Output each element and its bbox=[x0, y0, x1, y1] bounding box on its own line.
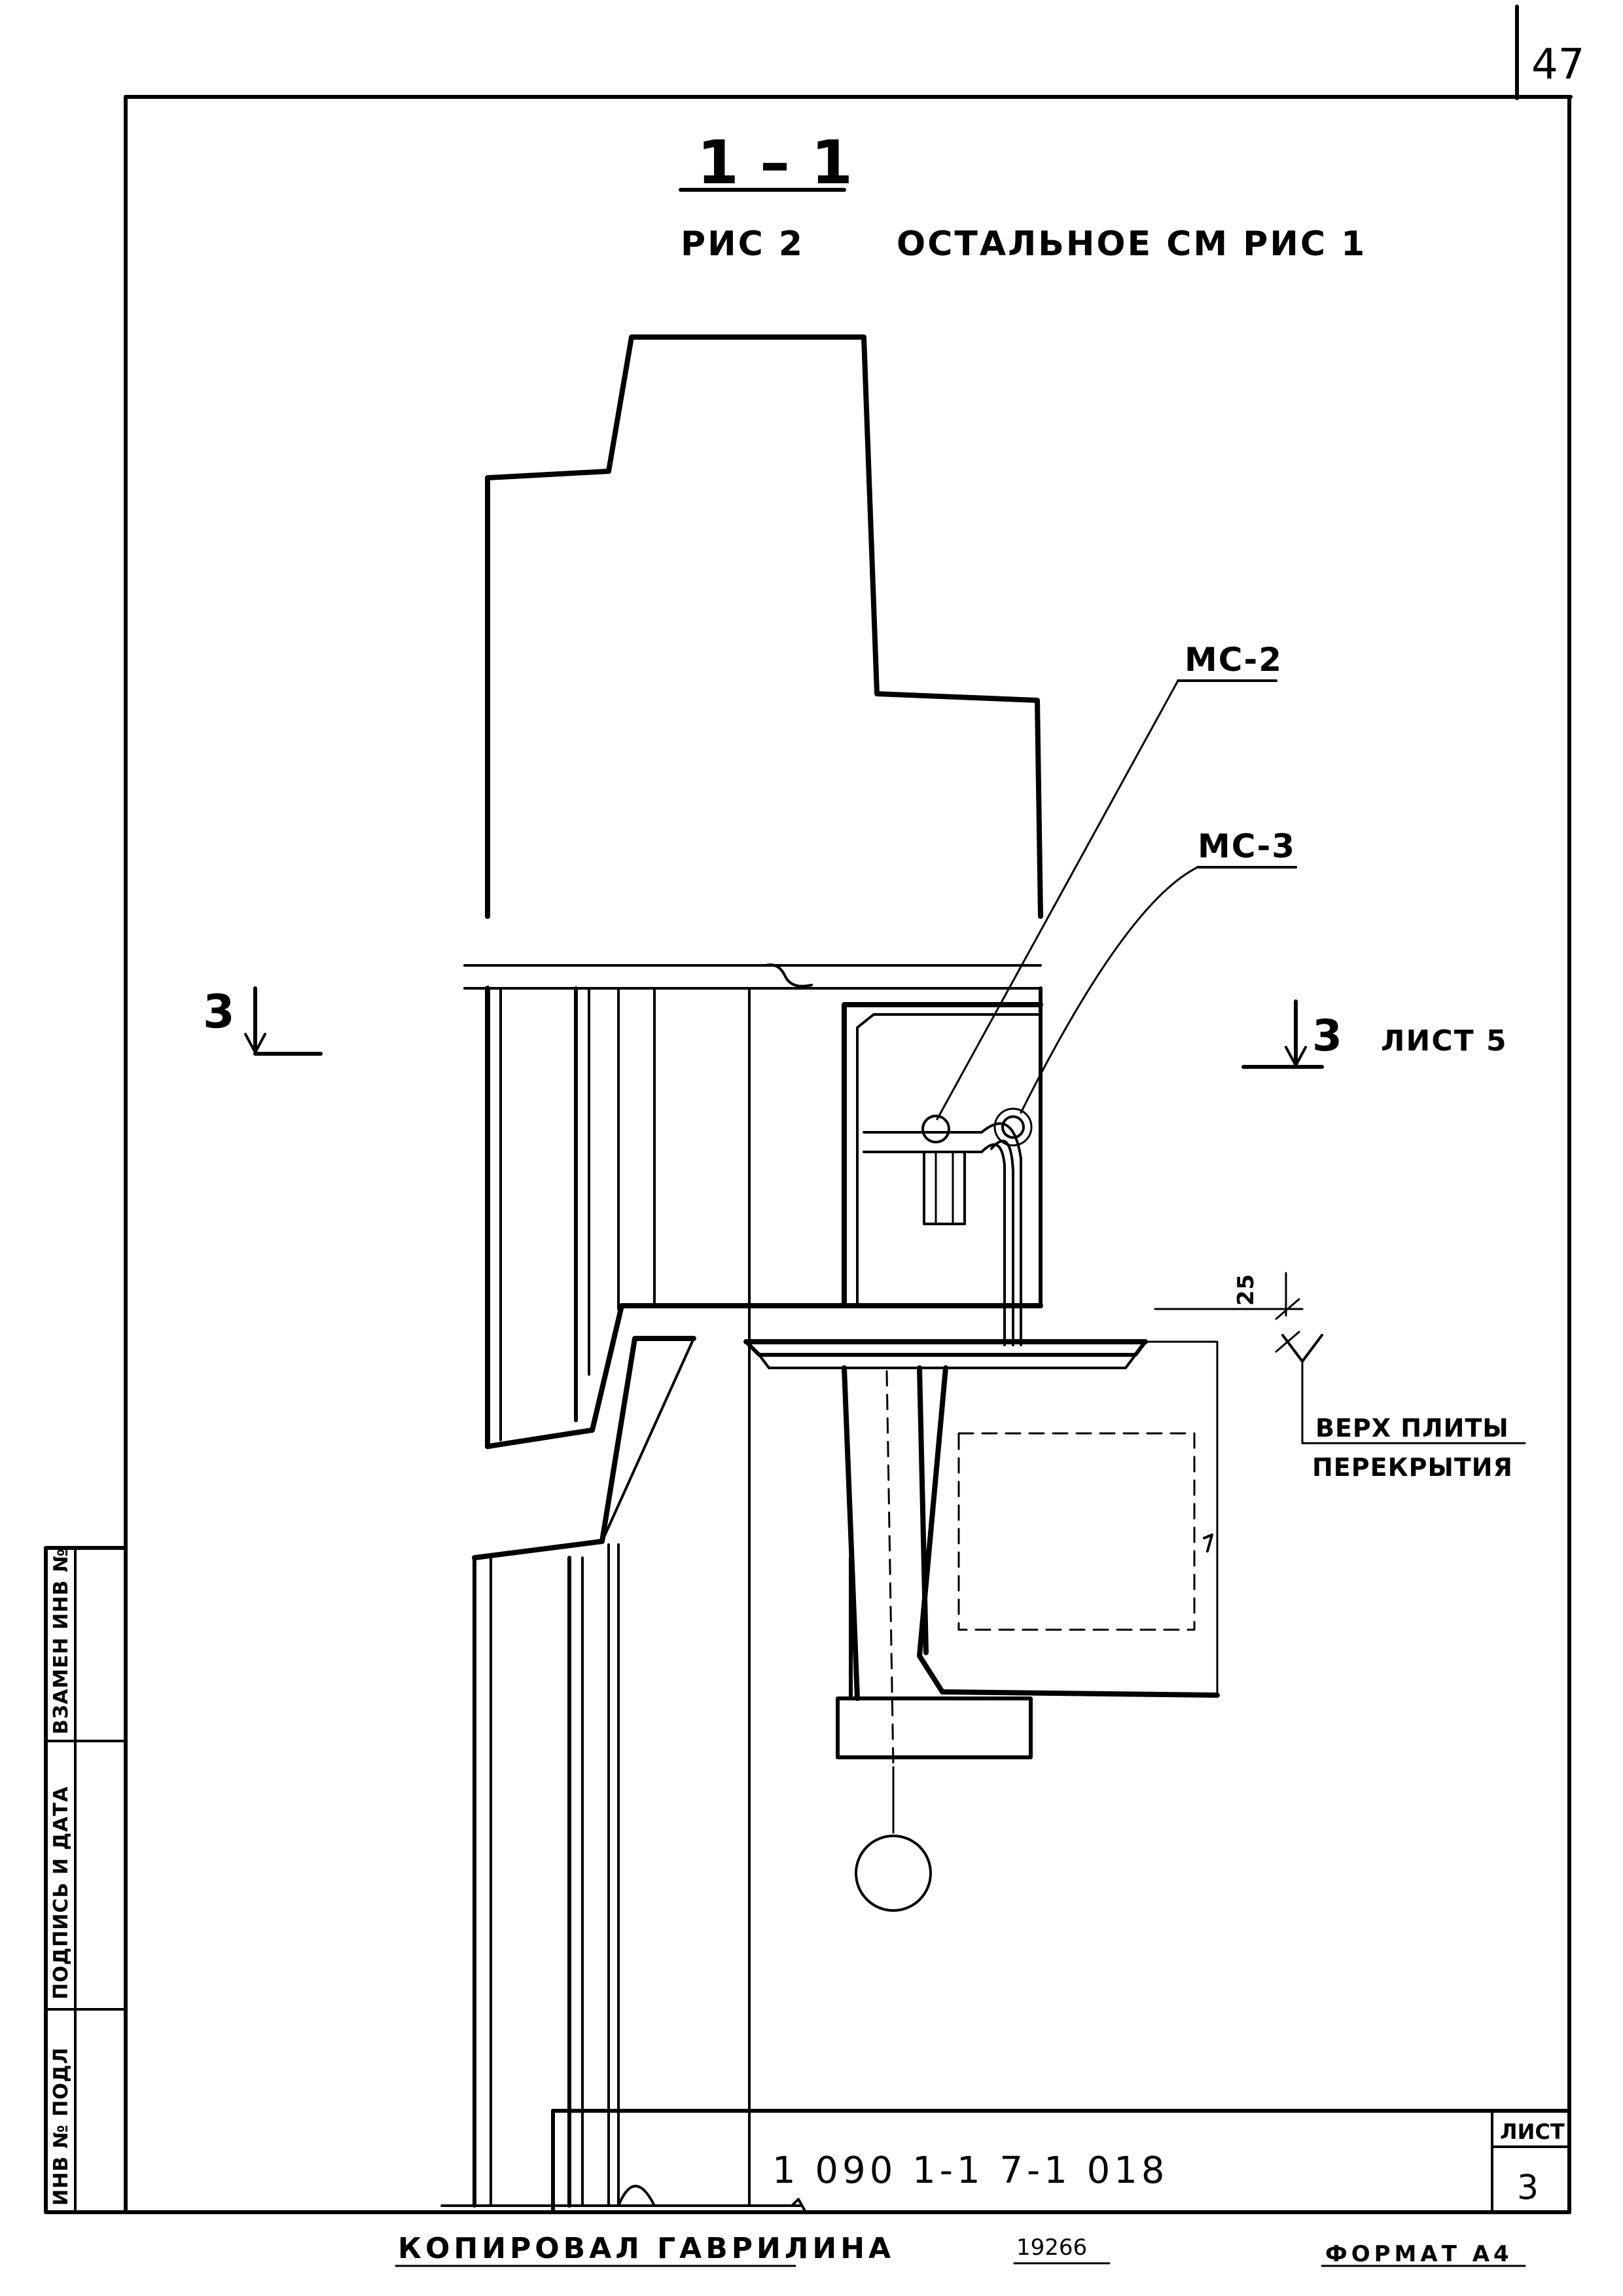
slab-label-line2: ПЕРЕКРЫТИЯ bbox=[1312, 1453, 1513, 1482]
footer-format: ФОРМАТ А4 bbox=[1325, 2241, 1513, 2267]
title-block: 1 090 1-1 7-1 018 ЛИСТ 3 bbox=[551, 2109, 1571, 2214]
label-mc3: МС-3 bbox=[1198, 827, 1296, 865]
cut-marker-right: 3 ЛИСТ 5 bbox=[1241, 999, 1508, 1069]
embedded-plate bbox=[842, 1002, 1043, 1308]
stamp-replace-inv: ВЗАМЕН ИНВ № bbox=[50, 1548, 73, 1734]
cut-reference: ЛИСТ 5 bbox=[1381, 1024, 1508, 1058]
cut-label-left: 3 bbox=[203, 985, 235, 1039]
slab-label-line1: ВЕРХ ПЛИТЫ bbox=[1315, 1414, 1509, 1443]
sheet-frame bbox=[124, 95, 1573, 2214]
cut-label-right: 3 bbox=[1312, 1011, 1342, 1061]
stamp-signature-date: ПОДПИСЬ И ДАТА bbox=[50, 1786, 73, 2000]
footer: КОПИРОВАЛ ГАВРИЛИНА 19266 ФОРМАТ А4 bbox=[395, 2232, 1526, 2267]
footer-number: 19266 bbox=[1016, 2234, 1087, 2261]
column-base-lines bbox=[440, 1337, 806, 2212]
anchor-assembly bbox=[863, 1107, 1033, 1346]
label-mc2: МС-2 bbox=[1185, 641, 1283, 679]
column-lower-lines bbox=[485, 986, 1043, 1449]
figure-label: РИС 2 bbox=[681, 224, 804, 264]
dimension-25: 25 bbox=[1154, 1272, 1304, 1353]
figure-note: ОСТАЛЬНОЕ СМ РИС 1 bbox=[897, 224, 1366, 264]
column-below bbox=[836, 1365, 1033, 1768]
beam-section bbox=[917, 1365, 1220, 1698]
leader-mc3: МС-3 bbox=[1020, 827, 1297, 1114]
column-upper-outline bbox=[485, 334, 1043, 919]
page-number-box: 47 bbox=[1515, 5, 1584, 100]
cut-marker-left: 3 bbox=[203, 985, 323, 1056]
page-number: 47 bbox=[1531, 41, 1584, 89]
drawing-title: 1 – 1 РИС 2 ОСТАЛЬНОЕ СМ РИС 1 bbox=[679, 128, 1366, 264]
leader-mc2: МС-2 bbox=[936, 641, 1283, 1121]
slab-level-mark: ВЕРХ ПЛИТЫ ПЕРЕКРЫТИЯ bbox=[1281, 1334, 1526, 1482]
drawing-code: 1 090 1-1 7-1 018 bbox=[772, 2149, 1169, 2192]
axis-marker bbox=[855, 1766, 932, 1912]
section-title: 1 – 1 bbox=[697, 128, 853, 198]
side-stamp: ИНВ № ПОДЛ ПОДПИСЬ И ДАТА ВЗАМЕН ИНВ № bbox=[44, 1546, 128, 2214]
column-step bbox=[472, 1303, 1043, 1560]
sheet-label: ЛИСТ bbox=[1500, 2119, 1565, 2144]
floor-slab bbox=[743, 1339, 1219, 1696]
stamp-inv-podl: ИНВ № ПОДЛ bbox=[50, 2047, 73, 2206]
break-line-top bbox=[463, 963, 1042, 990]
sheet-number: 3 bbox=[1517, 2168, 1543, 2208]
footer-copied: КОПИРОВАЛ ГАВРИЛИНА bbox=[398, 2232, 895, 2265]
dimension-value: 25 bbox=[1233, 1274, 1259, 1306]
